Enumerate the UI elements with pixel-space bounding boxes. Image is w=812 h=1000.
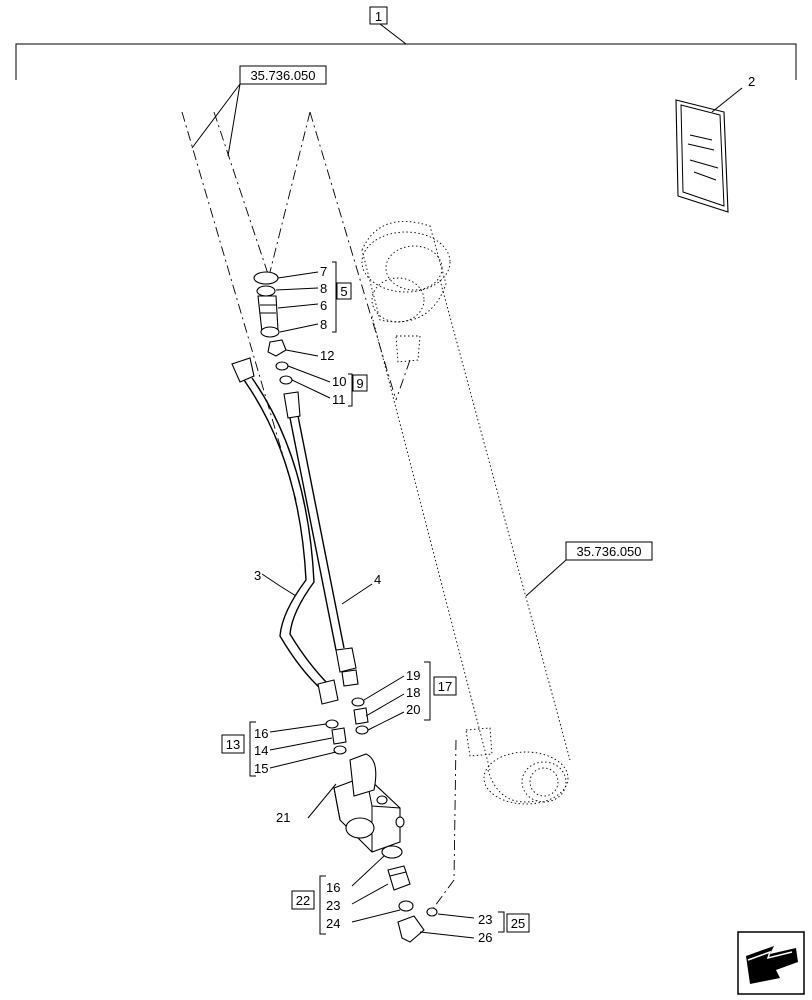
callout-2: 2 — [748, 74, 755, 89]
fitting-22: 16 23 24 22 23 26 25 — [291, 845, 530, 945]
callout-20: 20 — [406, 702, 420, 717]
reference-label-top: 35.736.050 — [250, 68, 315, 83]
callout-23b: 23 — [478, 912, 492, 927]
fitting-9: 10 11 9 — [275, 361, 368, 407]
callout-6: 6 — [320, 298, 327, 313]
reference-label-middle: 35.736.050 — [576, 544, 641, 559]
nut-12: 12 — [267, 339, 334, 363]
fitting-17: 19 18 20 17 — [351, 661, 457, 735]
callout-4: 4 — [374, 572, 381, 587]
callout-16b: 16 — [326, 880, 340, 895]
hydraulic-cylinder — [361, 220, 571, 805]
fitting-13: 16 14 15 13 — [221, 719, 347, 777]
callout-21: 21 — [276, 810, 290, 825]
reference-box-top[interactable]: 35.736.050 — [191, 65, 327, 157]
callout-14: 14 — [254, 743, 268, 758]
callout-16a: 16 — [254, 726, 268, 741]
callout-13: 13 — [226, 737, 240, 752]
callout-10: 10 — [332, 374, 346, 389]
callout-26: 26 — [478, 930, 492, 945]
callout-1: 1 — [375, 9, 382, 24]
callout-8b: 8 — [320, 317, 327, 332]
instruction-booklet: 2 — [675, 74, 755, 213]
callout-5: 5 — [340, 284, 347, 299]
upper-fittings: 7 8 6 8 5 — [253, 261, 352, 338]
hose-4: 4 — [283, 391, 381, 687]
callout-11: 11 — [332, 392, 346, 407]
valve-block-21: 21 — [276, 753, 405, 853]
callout-15: 15 — [254, 761, 268, 776]
callout-9: 9 — [356, 376, 363, 391]
assembly-bracket: 1 — [15, 6, 797, 80]
callout-24: 24 — [326, 916, 340, 931]
callout-3: 3 — [254, 568, 261, 583]
callout-23a: 23 — [326, 898, 340, 913]
leader-lines — [181, 111, 457, 911]
callout-8a: 8 — [320, 281, 327, 296]
callout-17: 17 — [438, 679, 452, 694]
reference-box-middle[interactable]: 35.736.050 — [525, 541, 653, 597]
callout-25: 25 — [511, 916, 525, 931]
callout-18: 18 — [406, 685, 420, 700]
callout-7: 7 — [320, 264, 327, 279]
callout-19: 19 — [406, 668, 420, 683]
hose-3: 3 — [231, 357, 339, 705]
callout-22: 22 — [296, 893, 310, 908]
navigation-arrow-icon[interactable] — [737, 931, 805, 995]
callout-12: 12 — [320, 348, 334, 363]
